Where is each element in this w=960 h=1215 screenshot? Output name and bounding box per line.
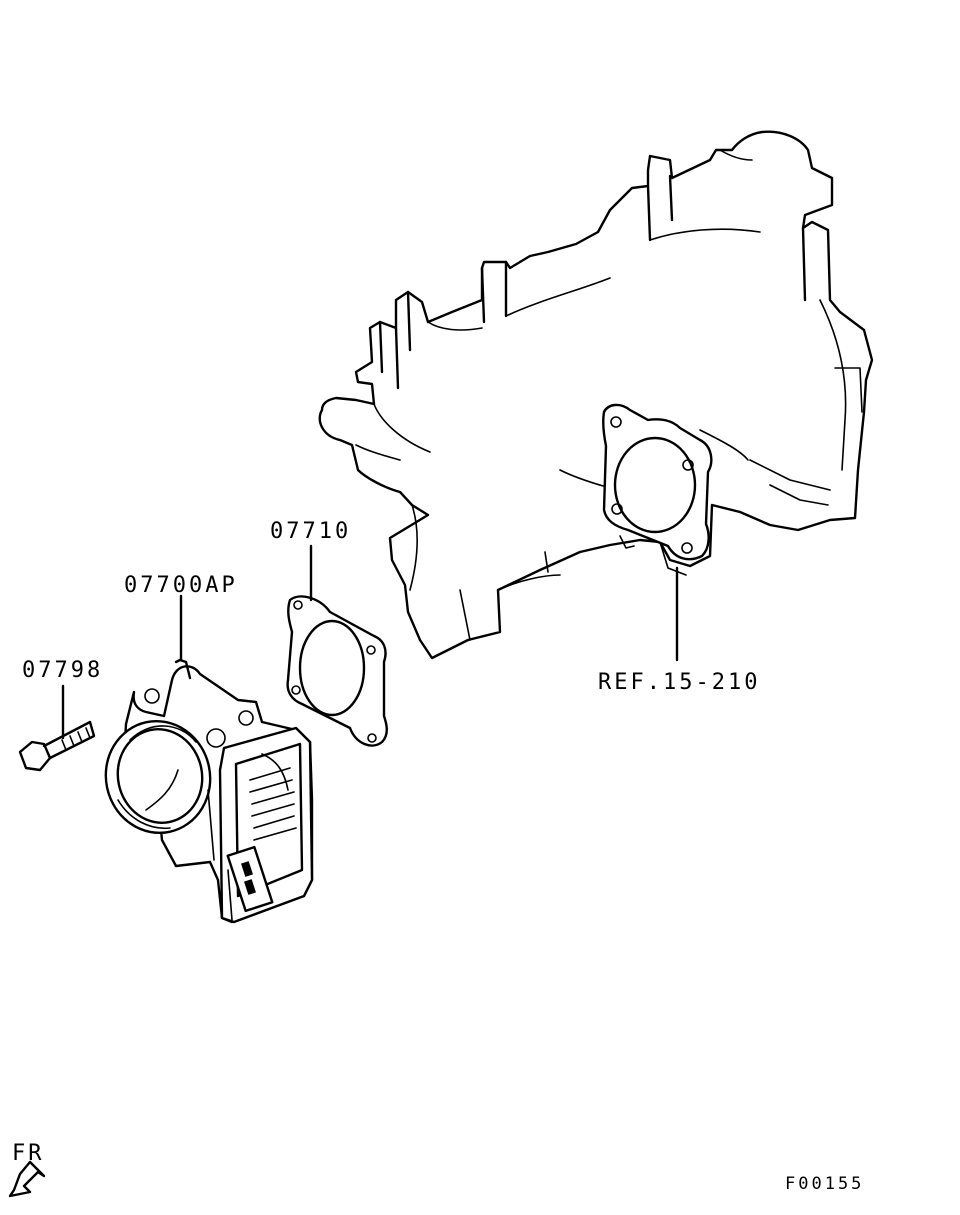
gasket-part-label: 07710 <box>270 519 352 544</box>
figure-code: F00155 <box>785 1174 865 1194</box>
gasket <box>286 595 388 747</box>
throttle-body <box>104 658 314 924</box>
bolt-part-label: 07798 <box>22 658 104 683</box>
throttle-body-part-label: 07700AP <box>124 573 238 598</box>
intake-manifold <box>318 130 874 660</box>
direction-label: FR <box>12 1141 45 1166</box>
ref-label: REF.15-210 <box>598 670 761 695</box>
arrow-down-left-icon <box>8 1160 46 1198</box>
bolt <box>18 720 96 772</box>
